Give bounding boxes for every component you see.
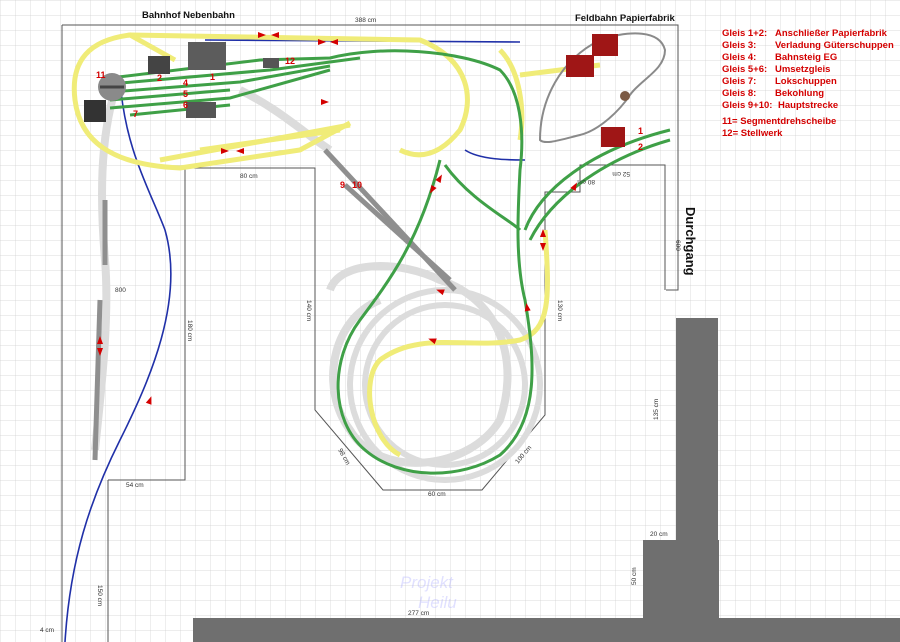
track-number: 1: [210, 72, 215, 82]
legend-key: Gleis 8:: [722, 88, 756, 99]
svg-text:Lokschuppen: Lokschuppen: [775, 76, 837, 87]
track-number: 1: [638, 126, 643, 136]
arrow-marker-icon: [524, 303, 531, 312]
arrow-marker-icon: [540, 243, 546, 251]
dimension-labels: 388 cm 277 cm 80 cm 800 140 cm 180 cm 13…: [40, 17, 681, 634]
arrow-marker-icon: [145, 396, 152, 405]
svg-text:Gleis 4:: Gleis 4:: [722, 52, 756, 63]
svg-text:Umsetzgleis: Umsetzgleis: [775, 64, 830, 75]
station-title: Bahnhof Nebenbahn: [142, 10, 235, 21]
svg-text:Bekohlung: Bekohlung: [775, 88, 824, 99]
arrow-marker-icon: [318, 39, 326, 45]
svg-text:Anschließer Papierfabrik: Anschließer Papierfabrik: [775, 28, 888, 39]
dimension-600: 600: [674, 240, 681, 251]
arrow-marker-icon: [236, 148, 244, 154]
arrow-marker-icon: [321, 99, 329, 105]
svg-text:Hauptstrecke: Hauptstrecke: [778, 100, 838, 111]
legend-key: Gleis 1+2:: [722, 28, 767, 39]
dimension-4: 4 cm: [40, 627, 54, 634]
legend-key: Gleis 3:: [722, 40, 756, 51]
svg-text:Projekt: Projekt: [400, 573, 454, 592]
legend-key: Gleis 4:: [722, 52, 756, 63]
grey-tracks: [92, 148, 457, 461]
arrow-marker-icon: [428, 338, 437, 345]
wall-bottom: [193, 618, 900, 642]
legend-key: Gleis 9+10:: [722, 100, 772, 111]
dimension-20: 20 cm: [650, 531, 668, 538]
legend-value: Bekohlung: [775, 88, 824, 99]
layout-outline: [61, 24, 679, 642]
svg-text:Gleis 9+10:: Gleis 9+10:: [722, 100, 772, 111]
dimension-80: 80 cm: [240, 173, 258, 180]
buildings: [84, 34, 630, 147]
track-number: 6: [183, 100, 188, 110]
arrow-marker-icon: [570, 182, 577, 191]
wall-right-lower: [643, 540, 719, 618]
track-number: 7: [133, 109, 138, 119]
arrow-marker-icon: [435, 174, 442, 183]
passage-label: Durchgang: [683, 207, 698, 276]
legend-value: Lokschuppen: [775, 76, 837, 87]
arrow-marker-icon: [97, 336, 103, 344]
track-number: 2: [638, 142, 643, 152]
svg-text:Verladung Güterschuppen: Verladung Güterschuppen: [775, 40, 894, 51]
arrow-marker-icon: [540, 229, 546, 237]
legend-value: Umsetzgleis: [775, 64, 830, 75]
dimension-80-right: 80 cm: [577, 178, 595, 185]
legend-value: Hauptstrecke: [778, 100, 838, 111]
track-number: 12: [285, 56, 295, 66]
svg-text:Bahnsteig EG: Bahnsteig EG: [775, 52, 837, 63]
arrow-marker-icon: [271, 32, 279, 38]
svg-text:Gleis 8:: Gleis 8:: [722, 88, 756, 99]
legend-value: Verladung Güterschuppen: [775, 40, 894, 51]
svg-text:Gleis 1+2:: Gleis 1+2:: [722, 28, 767, 39]
legend-value: Anschließer Papierfabrik: [775, 28, 888, 39]
dimension-800: 800: [115, 287, 126, 294]
arrow-marker-icon: [221, 148, 229, 154]
track-number: 2: [157, 73, 162, 83]
track-number-labels: 1 2 3 4 5 6 7 8 9 10 11 12 1 2: [96, 56, 643, 190]
arrow-marker-icon: [258, 32, 266, 38]
legend-value: Bahnsteig EG: [775, 52, 837, 63]
dimension-180: 180 cm: [186, 320, 193, 341]
dimension-bottom: 277 cm: [408, 610, 429, 617]
dimension-130: 130 cm: [556, 300, 563, 321]
track-number: 4: [183, 78, 188, 88]
svg-text:Gleis 3:: Gleis 3:: [722, 40, 756, 51]
watermark: Projekt Heilu: [400, 573, 457, 612]
dimension-150: 150 cm: [96, 585, 103, 606]
track-number: 11: [96, 70, 106, 80]
legend-extra: 12= Stellwerk: [722, 128, 783, 139]
dimension-135: 135 cm: [653, 399, 660, 420]
legend-key: Gleis 7:: [722, 76, 756, 87]
track-number: 9: [340, 180, 345, 190]
track-number: 10: [352, 180, 362, 190]
station-building: [188, 42, 226, 70]
turntable-icon: [98, 73, 126, 101]
legend-extra: 11= Segmentdrehscheibe: [722, 116, 836, 127]
svg-text:Heilu: Heilu: [418, 593, 457, 612]
dimension-52: 52 cm: [612, 170, 630, 177]
dimension-60: 60 cm: [428, 491, 446, 498]
factory-building: [566, 55, 594, 77]
svg-text:Gleis 7:: Gleis 7:: [722, 76, 756, 87]
direction-markers: [97, 32, 577, 405]
arrow-marker-icon: [97, 348, 103, 356]
field-railway-title: Feldbahn Papierfabrik: [575, 13, 675, 24]
legend-key: Gleis 5+6:: [722, 64, 767, 75]
dimension-50: 50 cm: [631, 567, 638, 585]
svg-text:Gleis 5+6:: Gleis 5+6:: [722, 64, 767, 75]
arrow-marker-icon: [436, 289, 445, 296]
legend: Gleis 1+2: Anschließer Papierfabrik Glei…: [722, 28, 894, 139]
green-tracks: [109, 49, 671, 475]
track-number: 5: [183, 89, 188, 99]
arrow-marker-icon: [430, 185, 437, 194]
dimension-top: 388 cm: [355, 17, 376, 24]
dimension-140: 140 cm: [305, 300, 312, 321]
arrow-marker-icon: [330, 39, 338, 45]
dimension-54: 54 cm: [126, 482, 144, 489]
